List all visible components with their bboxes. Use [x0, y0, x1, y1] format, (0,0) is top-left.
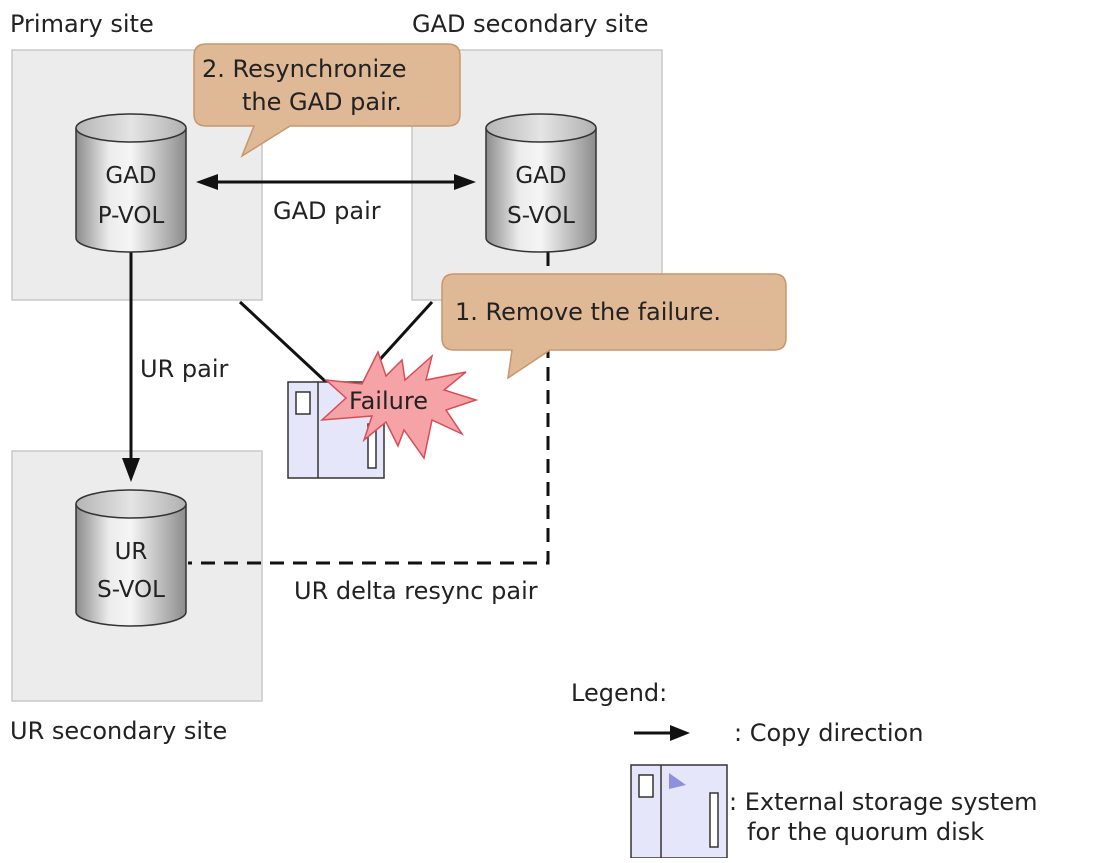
ur-svol-cylinder-icon: [75, 489, 187, 627]
callout-step2-line2: the GAD pair.: [242, 88, 402, 116]
ur-svol-label-line1: UR: [115, 539, 148, 565]
callout-step2-bubble: [193, 43, 461, 158]
quorum-line-primary: [238, 300, 328, 384]
callout-step1-text: 1. Remove the failure.: [455, 298, 721, 326]
ur-secondary-site-label: UR secondary site: [10, 717, 227, 745]
quorum-line-secondary: [372, 300, 434, 368]
gad-pvol-cylinder-icon: [75, 113, 187, 253]
legend-storage-icon: [630, 764, 728, 859]
gad-pair-arrowhead-right: [454, 174, 476, 190]
gad-secondary-site-label: GAD secondary site: [412, 10, 648, 38]
callout-step1-bubble: [441, 273, 787, 380]
primary-site-label: Primary site: [10, 10, 154, 38]
gad-pair-label: GAD pair: [273, 197, 381, 225]
legend-title: Legend:: [571, 679, 667, 707]
legend-external-storage-line1: : External storage system: [729, 788, 1037, 816]
gad-pvol-label-line1: GAD: [105, 163, 156, 189]
ur-delta-resync-line: [188, 252, 550, 565]
failure-burst-icon: [319, 350, 479, 460]
gad-pair-arrowhead-left: [196, 174, 218, 190]
ur-delta-resync-label: UR delta resync pair: [294, 577, 538, 605]
legend-arrow-icon: [670, 725, 690, 741]
gad-pvol-label-line2: P-VOL: [98, 203, 165, 229]
ur-pair-arrowhead: [122, 458, 140, 482]
legend-copy-direction: : Copy direction: [734, 719, 923, 747]
ur-svol-label-line2: S-VOL: [97, 577, 165, 603]
gad-svol-cylinder-icon: [485, 113, 597, 253]
gad-svol-label-line2: S-VOL: [507, 203, 575, 229]
failure-label: Failure: [349, 387, 428, 415]
gad-svol-label-line1: GAD: [515, 163, 566, 189]
callout-step2-line1: 2. Resynchronize: [202, 55, 406, 83]
legend-external-storage-line2: for the quorum disk: [747, 818, 984, 846]
ur-pair-label: UR pair: [140, 355, 228, 383]
